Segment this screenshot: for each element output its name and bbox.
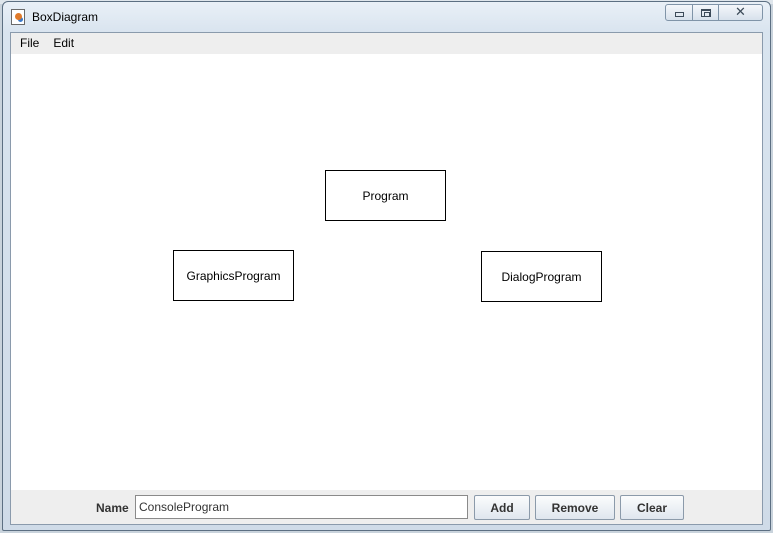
control-panel: Name Add Remove Clear bbox=[11, 490, 762, 524]
diagram-box-dialogprogram[interactable]: DialogProgram bbox=[481, 251, 602, 302]
minimize-button[interactable] bbox=[665, 4, 693, 21]
menu-file[interactable]: File bbox=[20, 36, 40, 50]
diagram-box-program[interactable]: Program bbox=[325, 170, 446, 221]
diagram-box-graphicsprogram[interactable]: GraphicsProgram bbox=[173, 250, 294, 301]
diagram-canvas[interactable]: Program GraphicsProgram DialogProgram bbox=[11, 54, 762, 490]
add-button[interactable]: Add bbox=[474, 495, 530, 520]
name-label: Name bbox=[96, 501, 129, 515]
menu-edit[interactable]: Edit bbox=[53, 36, 75, 50]
box-label: DialogProgram bbox=[501, 269, 582, 284]
minimize-icon bbox=[674, 12, 684, 17]
title-bar[interactable]: BoxDiagram ✕ bbox=[3, 2, 770, 32]
window-title: BoxDiagram bbox=[32, 10, 99, 24]
remove-button[interactable]: Remove bbox=[535, 495, 615, 520]
window-controls: ✕ bbox=[665, 4, 763, 22]
box-label: Program bbox=[362, 188, 409, 203]
clear-button[interactable]: Clear bbox=[620, 495, 684, 520]
close-button[interactable]: ✕ bbox=[719, 4, 763, 21]
name-input[interactable] bbox=[135, 495, 468, 519]
close-icon: ✕ bbox=[735, 5, 746, 20]
box-label: GraphicsProgram bbox=[186, 268, 281, 283]
menu-bar: File Edit bbox=[11, 33, 762, 54]
java-app-icon[interactable] bbox=[11, 9, 25, 25]
maximize-button[interactable] bbox=[693, 4, 719, 21]
maximize-icon bbox=[700, 8, 711, 17]
client-area: File Edit Program GraphicsProgram Dialog… bbox=[10, 32, 763, 525]
